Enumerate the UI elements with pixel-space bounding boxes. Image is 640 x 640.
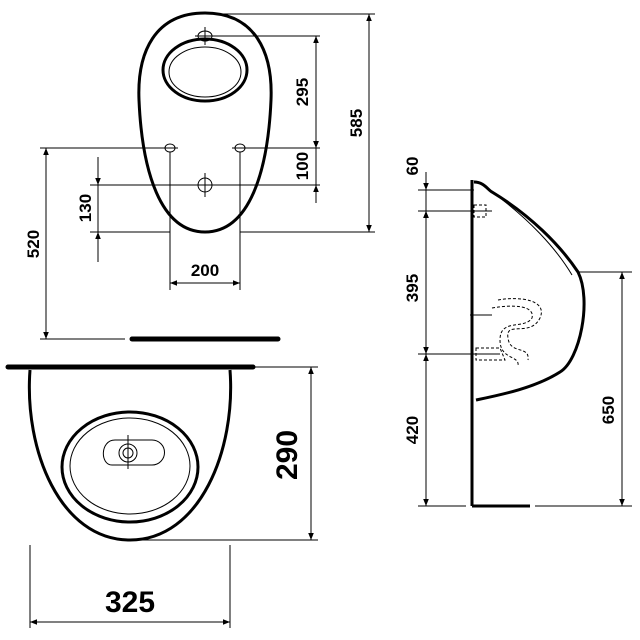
dim-325-label: 325: [105, 586, 155, 619]
dim-130-label: 130: [76, 194, 95, 222]
dim-295: 295: [293, 36, 319, 148]
dim-100: 100: [293, 130, 319, 203]
side-view-inner: [491, 191, 573, 276]
dim-395: 395: [403, 211, 429, 354]
front-view: 295 585 100 130 520 200: [24, 11, 375, 342]
top-view-drain-recess: [102, 439, 165, 466]
dim-200-label: 200: [191, 261, 219, 280]
dim-420: 420: [403, 354, 429, 506]
drain-icon: [118, 435, 138, 469]
dim-200: 200: [170, 261, 240, 286]
front-view-outline: [137, 11, 273, 234]
dim-290-label: 290: [271, 430, 304, 480]
front-view-opening-outer: [161, 37, 249, 103]
siphon-trap-icon: [466, 298, 542, 367]
side-view-outline: [473, 180, 586, 402]
dim-650-label: 650: [599, 396, 618, 424]
fixing-hole-right-icon: [232, 143, 248, 153]
top-view-bowl-inner: [69, 417, 191, 515]
top-view: 290 325: [5, 364, 318, 628]
dim-100-label: 100: [293, 152, 312, 180]
dim-585-label: 585: [347, 109, 366, 137]
dim-290: 290: [271, 367, 314, 540]
top-view-bowl-outer: [60, 410, 200, 524]
front-view-opening-inner: [168, 46, 242, 98]
outlet-mark-icon: [193, 173, 217, 197]
dim-395-label: 395: [403, 274, 422, 302]
dim-520: 520: [24, 148, 49, 339]
dim-130: 130: [76, 157, 101, 262]
dim-420-label: 420: [403, 416, 422, 444]
front-extension-lines: [40, 13, 375, 340]
dim-325: 325: [30, 586, 230, 625]
dim-295-label: 295: [293, 78, 312, 106]
dim-60: 60: [403, 157, 429, 229]
side-view: 60 395 420 650: [403, 157, 632, 508]
dim-520-label: 520: [24, 230, 43, 258]
side-inlet-icon: [466, 204, 492, 218]
dim-585: 585: [347, 14, 372, 232]
fixing-hole-left-icon: [162, 143, 178, 153]
dim-60-label: 60: [403, 157, 422, 176]
dim-650: 650: [599, 272, 625, 506]
